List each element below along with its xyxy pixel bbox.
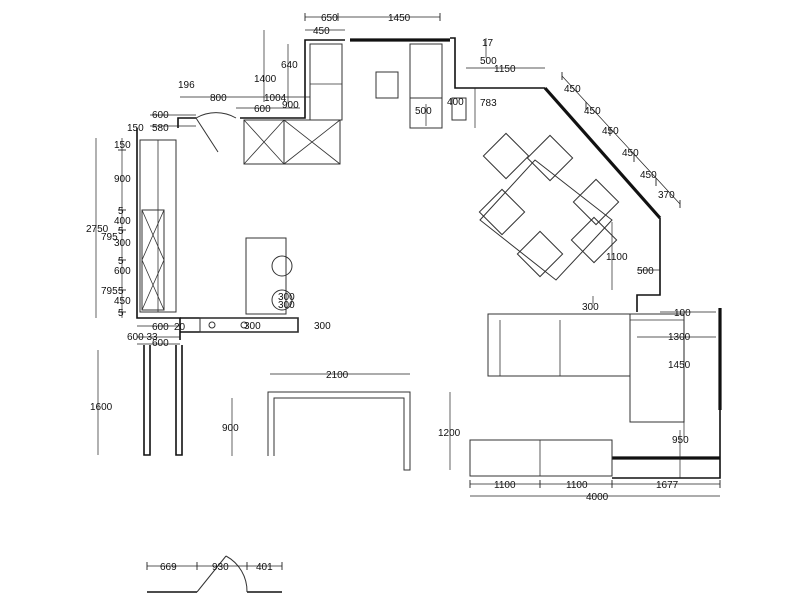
walls	[136, 37, 722, 593]
dim-label: 450	[564, 84, 581, 95]
dimension-lines	[95, 13, 721, 570]
dining-table	[479, 159, 613, 281]
wall-right-upper	[636, 218, 661, 312]
dim-label: 1200	[438, 428, 461, 439]
dim-label: 150	[114, 140, 131, 151]
dim-label: 1450	[388, 13, 411, 24]
dim-label: 400	[447, 97, 464, 108]
dim-label: 300	[114, 238, 131, 249]
dim-label: 500	[415, 106, 432, 117]
wall-top-kitchen	[240, 39, 345, 119]
island-stool-2	[271, 289, 293, 311]
dim-label: 600	[152, 110, 169, 121]
door-swing-top	[195, 112, 237, 153]
dim-label: 20	[174, 322, 186, 333]
dim-label: 1450	[668, 360, 691, 371]
dim-label: 17	[482, 38, 494, 49]
dim-label: 900	[114, 174, 131, 185]
dim-label: 5	[118, 206, 124, 217]
dim-label: 1600	[90, 402, 113, 413]
wall-corridor-right	[175, 345, 183, 456]
dim-label: 300	[314, 321, 331, 332]
dim-label: 950	[672, 435, 689, 446]
dim-label: 500	[480, 56, 497, 67]
cooker	[375, 71, 399, 99]
sofa	[487, 313, 685, 423]
island-stool	[271, 255, 293, 277]
dining-chairs	[478, 132, 620, 278]
dim-label: 795	[101, 286, 118, 297]
nook-box	[451, 97, 467, 121]
dim-label: 1100	[606, 252, 628, 263]
dim-label: 300	[582, 302, 599, 313]
dim-label: 795	[101, 232, 118, 243]
dim-label: 1100	[566, 480, 588, 491]
dim-label: 300	[244, 321, 261, 332]
dim-label: 1400	[254, 74, 277, 85]
dim-label: 450	[640, 170, 657, 181]
wall-left-upper	[177, 117, 196, 128]
dim-label: 5	[118, 256, 124, 267]
dim-label: 1677	[656, 480, 679, 491]
dim-label: 5	[118, 286, 124, 297]
dim-label: 4000	[586, 492, 609, 503]
dim-label: 930	[212, 562, 229, 573]
dim-label: 580	[152, 123, 169, 134]
dim-label: 600	[152, 338, 169, 349]
dim-label: 5	[118, 226, 124, 237]
wall-corridor-left	[143, 345, 151, 456]
dim-label: 300	[278, 300, 295, 311]
dimension-labels: 650 1450 450 1400 640 196 800 1004 600 9…	[86, 13, 691, 573]
dim-label: 450	[584, 106, 601, 117]
dim-label: 2750	[86, 224, 109, 235]
dim-label: 669	[160, 562, 177, 573]
dim-label: 800	[210, 93, 227, 104]
wall-right-lower	[612, 410, 721, 479]
dim-label: 450	[114, 296, 131, 307]
long-table	[267, 391, 411, 471]
wall-top-right	[450, 37, 545, 89]
dim-label: 401	[256, 562, 273, 573]
dim-label: 900	[222, 423, 239, 434]
dim-label: 1100	[494, 480, 516, 491]
tv-cabinet	[469, 439, 613, 477]
tall-cabinet	[309, 43, 343, 121]
dim-label: 450	[622, 148, 639, 159]
dim-label: 1004	[264, 93, 287, 104]
kitchen-island	[245, 237, 287, 315]
sink-counter	[199, 317, 299, 333]
dim-label: 1150	[494, 64, 516, 75]
dim-label: 1300	[668, 332, 691, 343]
wall-counter-bottom	[180, 317, 299, 333]
dim-label: 640	[281, 60, 298, 71]
dim-label: 300	[278, 292, 295, 303]
furniture	[139, 43, 685, 593]
dim-label: 150	[127, 123, 144, 134]
dim-label: 5	[118, 308, 124, 319]
dim-label: 600 33	[127, 332, 158, 343]
dim-label: 450	[602, 126, 619, 137]
dim-label: 783	[480, 98, 497, 109]
dim-label: 600	[254, 104, 271, 115]
dim-label: 196	[178, 80, 195, 91]
dim-label: 900	[282, 100, 299, 111]
dim-label: 650	[321, 13, 338, 24]
wall-left-column	[136, 128, 181, 340]
dim-label: 600	[152, 322, 169, 333]
wall-diagonal-window	[543, 86, 662, 220]
door-swing-bottom	[196, 555, 248, 593]
dim-label: 100	[674, 308, 691, 319]
dim-label: 370	[658, 190, 675, 201]
dim-label: 400	[114, 216, 131, 227]
dim-label: 600	[114, 266, 131, 277]
dim-label: 2100	[326, 370, 349, 381]
dim-label: 450	[313, 26, 330, 37]
dim-label: 500	[637, 266, 654, 277]
